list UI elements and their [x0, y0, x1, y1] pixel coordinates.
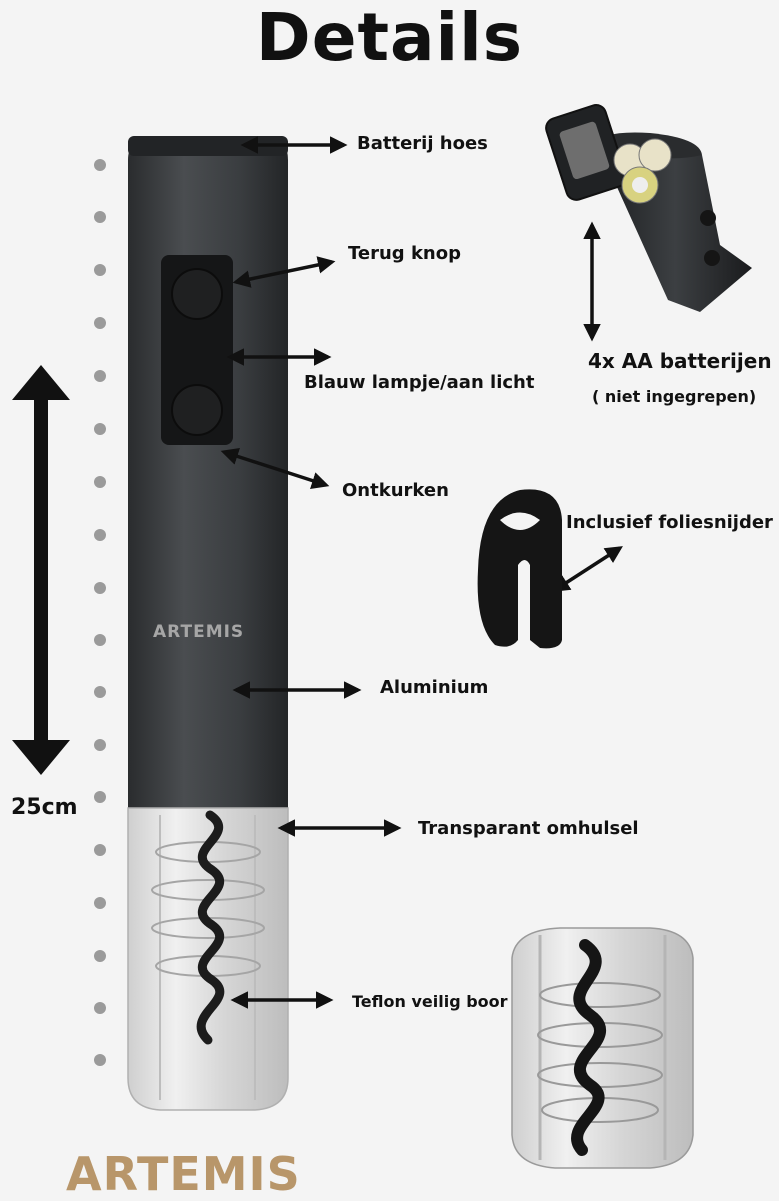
corkscrew-closeup-image: [511, 927, 694, 1169]
label-back-button: Terug knop: [348, 243, 461, 264]
label-transparent-housing: Transparant omhulsel: [418, 818, 639, 839]
body-logo: ARTEMIS: [153, 622, 245, 642]
dimension-arrow: [12, 365, 70, 775]
label-uncork: Ontkurken: [342, 480, 449, 501]
label-foil-cutter: Inclusief foliesnijder: [566, 512, 773, 533]
battery-compartment-image: [545, 104, 752, 312]
label-batteries: 4x AA batterijen: [588, 349, 772, 373]
label-aluminium: Aluminium: [380, 677, 489, 698]
label-batteries-note: ( niet ingegrepen): [592, 387, 757, 406]
callout-arrows: [220, 136, 623, 1009]
transparent-housing: [127, 807, 289, 1111]
height-label: 25cm: [11, 795, 78, 820]
page-title: Details: [255, 0, 524, 76]
foil-cutter-image: [477, 489, 562, 649]
opener-body: [128, 136, 288, 808]
label-battery-cover: Batterij hoes: [357, 133, 488, 154]
brand-logo: ARTEMIS: [66, 1147, 301, 1201]
label-blue-light: Blauw lampje/aan licht: [304, 372, 535, 393]
label-teflon-drill: Teflon veilig boor: [352, 992, 508, 1011]
dimension-dots: [94, 159, 106, 1066]
